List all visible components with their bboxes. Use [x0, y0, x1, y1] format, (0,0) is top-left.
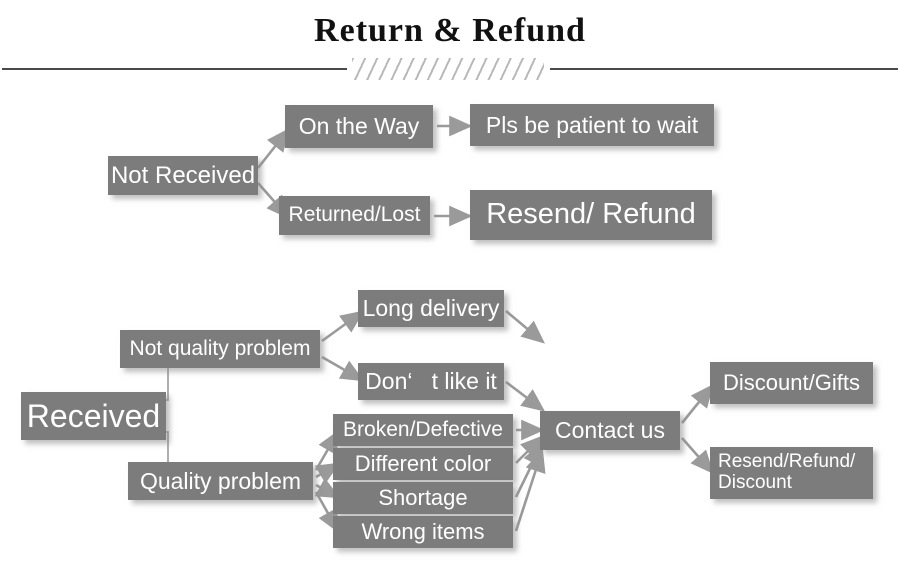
node-resend-refund-discount[interactable]: Resend/Refund/ Discount	[710, 447, 873, 499]
node-pls-be-patient-to-wait[interactable]: Pls be patient to wait	[470, 104, 714, 146]
node-on-the-way[interactable]: On the Way	[285, 105, 433, 148]
diagonal-hatch-divider-icon	[352, 58, 544, 80]
node-discount-gifts[interactable]: Discount/Gifts	[710, 362, 873, 404]
divider-rule-left	[2, 68, 347, 70]
node-received[interactable]: Received	[21, 392, 166, 440]
node-wrong-items[interactable]: Wrong items	[333, 516, 513, 548]
node-quality-problem[interactable]: Quality problem	[128, 462, 313, 500]
header-divider	[0, 58, 900, 80]
node-different-color[interactable]: Different color	[333, 448, 513, 480]
node-not-received[interactable]: Not Received	[108, 156, 258, 195]
node-long-delivery[interactable]: Long delivery	[358, 290, 504, 327]
node-resend-refund[interactable]: Resend/ Refund	[470, 190, 712, 240]
node-not-quality-problem[interactable]: Not quality problem	[120, 330, 320, 368]
node-shortage[interactable]: Shortage	[333, 482, 513, 514]
node-broken-defective[interactable]: Broken/Defective	[333, 414, 513, 446]
page-title: Return & Refund	[314, 12, 586, 49]
divider-rule-right	[550, 68, 898, 70]
node-dont-like-it[interactable]: Don‘ t like it	[358, 363, 504, 400]
node-returned-lost[interactable]: Returned/Lost	[279, 196, 430, 235]
node-contact-us[interactable]: Contact us	[540, 411, 680, 450]
